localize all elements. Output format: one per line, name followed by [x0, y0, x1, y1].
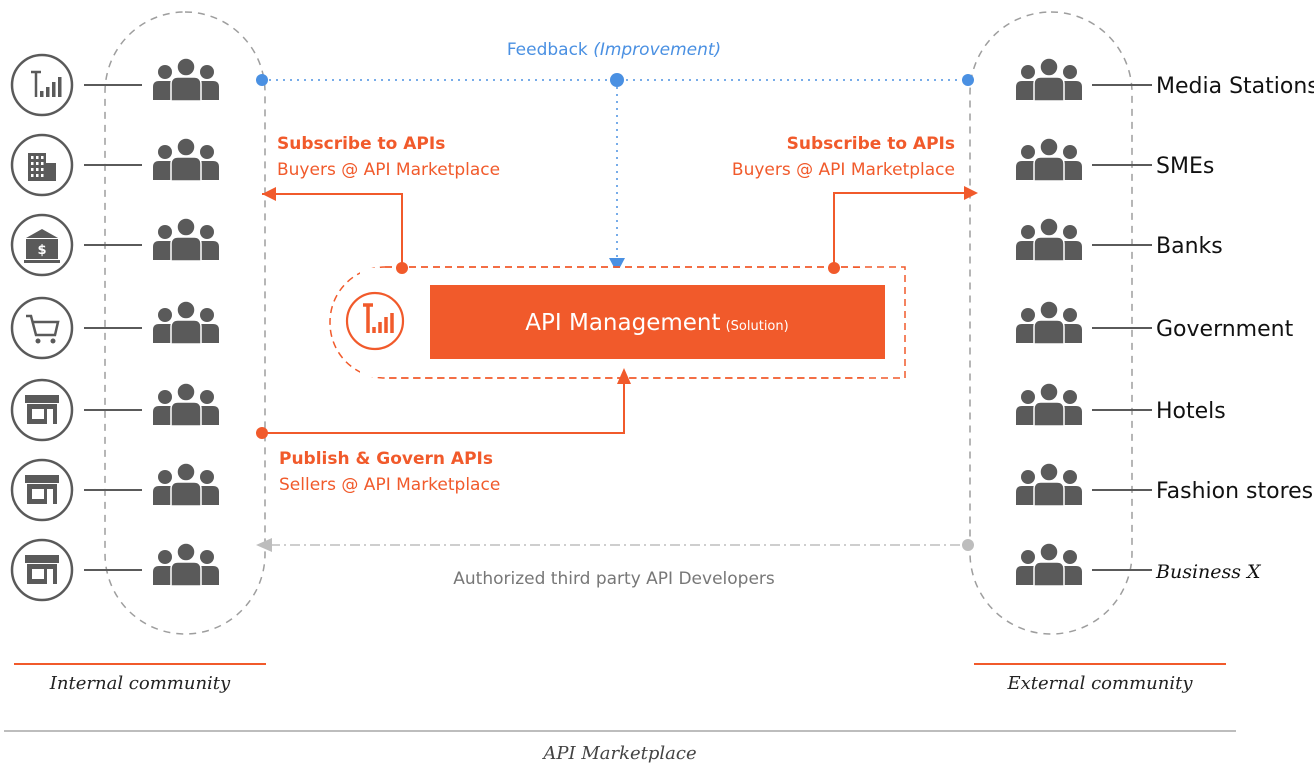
- right-subscribe-subtitle: Buyers @ API Marketplace: [732, 160, 955, 180]
- internal-row: [10, 133, 219, 197]
- left-subscribe-subtitle: Buyers @ API Marketplace: [277, 160, 500, 180]
- external-row: Banks: [1016, 217, 1223, 262]
- external-group-label: Business X: [1155, 561, 1262, 583]
- footer-label: API Marketplace: [541, 743, 696, 764]
- bank-icon: $: [10, 213, 74, 277]
- external-row: Media Stations: [1016, 57, 1314, 102]
- external-group-label: Fashion stores: [1156, 479, 1313, 504]
- people-group-icon: [1016, 137, 1082, 182]
- external-row: SMEs: [1016, 137, 1214, 182]
- external-row: Government: [1016, 300, 1294, 345]
- publish-subtitle: Sellers @ API Marketplace: [279, 475, 500, 495]
- internal-row: [10, 458, 219, 522]
- feedback-label: Feedback (Improvement): [507, 40, 721, 60]
- people-group-icon: [153, 542, 219, 587]
- right-subscribe-title: Subscribe to APIs: [787, 134, 955, 154]
- publish-title: Publish & Govern APIs: [279, 449, 493, 469]
- signal-icon: [10, 53, 74, 117]
- people-group-icon: [153, 382, 219, 427]
- right-subscribe-flow: [828, 186, 978, 274]
- people-group-icon: [153, 462, 219, 507]
- people-group-icon: [1016, 217, 1082, 262]
- feedback-arrowhead: [609, 258, 625, 273]
- solution-signal-icon: [345, 291, 405, 351]
- solution-label: API Management (Solution): [525, 310, 788, 336]
- internal-row: $: [10, 213, 219, 277]
- people-group-icon: [153, 137, 219, 182]
- internal-community-rows: $: [10, 53, 219, 602]
- store-icon: [10, 458, 74, 522]
- publish-flow: [256, 368, 631, 439]
- people-group-icon: [1016, 462, 1082, 507]
- internal-row: [10, 378, 219, 442]
- internal-row: [10, 538, 219, 602]
- external-group-label: Media Stations: [1156, 74, 1314, 99]
- store-icon: [10, 378, 74, 442]
- feedback-node-center: [610, 73, 624, 87]
- internal-row: [10, 53, 219, 117]
- people-group-icon: [153, 217, 219, 262]
- external-community-rows: Media StationsSMEsBanksGovernmentHotelsF…: [1016, 57, 1314, 587]
- people-group-icon: [1016, 382, 1082, 427]
- store-icon: [10, 538, 74, 602]
- feedback-flow: [256, 73, 974, 273]
- svg-text:$: $: [37, 243, 46, 258]
- external-row: Hotels: [1016, 382, 1226, 427]
- building-icon: [10, 133, 74, 197]
- feedback-node-right: [962, 74, 974, 86]
- external-community-boundary: [969, 11, 1133, 635]
- people-group-icon: [1016, 542, 1082, 587]
- people-group-icon: [153, 300, 219, 345]
- developers-flow: [256, 538, 974, 552]
- left-subscribe-flow: [262, 187, 408, 274]
- external-group-label: Government: [1156, 317, 1294, 342]
- cart-icon: [10, 296, 74, 360]
- external-community-label: External community: [1007, 673, 1194, 694]
- people-group-icon: [1016, 300, 1082, 345]
- internal-row: [10, 296, 219, 360]
- left-subscribe-title: Subscribe to APIs: [277, 134, 445, 154]
- internal-community-label: Internal community: [49, 673, 231, 694]
- external-group-label: Banks: [1156, 234, 1223, 259]
- people-group-icon: [1016, 57, 1082, 102]
- external-row: Fashion stores: [1016, 462, 1313, 507]
- solution-box: [430, 285, 885, 359]
- external-group-label: Hotels: [1156, 399, 1226, 424]
- developers-label: Authorized third party API Developers: [453, 569, 775, 589]
- internal-community-boundary: [104, 11, 266, 635]
- people-group-icon: [153, 57, 219, 102]
- external-group-label: SMEs: [1156, 154, 1214, 179]
- feedback-node-left: [256, 74, 268, 86]
- external-row: Business X: [1016, 542, 1262, 587]
